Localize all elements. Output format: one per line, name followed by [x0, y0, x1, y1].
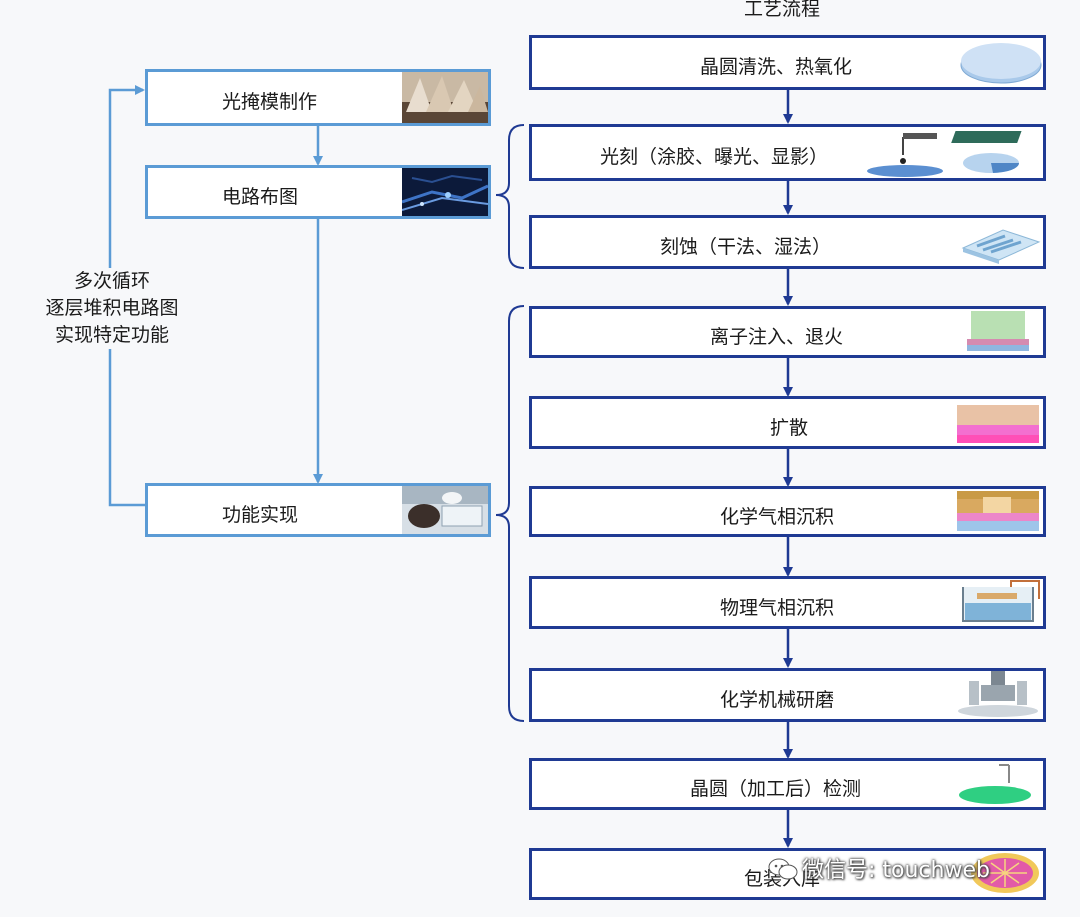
right-box-label: 包装入库 [744, 868, 821, 890]
diffusion-icon [953, 399, 1043, 446]
right-box-label: 光刻（涂胶、曝光、显影） [600, 146, 829, 168]
wafer-inspection-icon [953, 761, 1043, 807]
right-box-diffusion: 扩散 [529, 396, 1046, 449]
etching-icon [953, 218, 1043, 266]
left-box-layout: 电路布图 [145, 165, 491, 219]
circuit-layout-photo-icon [402, 168, 488, 216]
cvd-icon [953, 489, 1043, 534]
right-box-label: 物理气相沉积 [720, 597, 835, 619]
loop-note-line-1: 多次循环 [73, 270, 150, 292]
right-box-label: 化学气相沉积 [720, 506, 835, 528]
left-box-label: 电路布图 [222, 186, 299, 208]
right-box-cvd: 化学气相沉积 [529, 486, 1046, 537]
right-box-cmp: 化学机械研磨 [529, 668, 1046, 722]
left-box-label: 功能实现 [222, 504, 299, 526]
ion-implant-icon [953, 309, 1043, 355]
right-box-label: 化学机械研磨 [720, 689, 835, 711]
watermark-text: 微信号: touchweb [802, 858, 990, 883]
lab-hand-photo-icon [402, 486, 488, 534]
lithography-icon [863, 127, 1043, 178]
right-box-lithography: 光刻（涂胶、曝光、显影） [529, 124, 1046, 181]
right-box-label: 晶圆清洗、热氧化 [700, 56, 853, 78]
packaged-wafer-icon [953, 851, 1043, 897]
right-box-label: 离子注入、退火 [710, 326, 844, 348]
mask-photo-icon [402, 72, 488, 123]
right-box-label: 扩散 [770, 417, 809, 439]
right-box-inspection: 晶圆（加工后）检测 [529, 758, 1046, 810]
right-box-label: 晶圆（加工后）检测 [690, 778, 862, 800]
right-box-ion-implant: 离子注入、退火 [529, 306, 1046, 358]
left-box-label: 光掩模制作 [222, 91, 318, 113]
left-box-function: 功能实现 [145, 483, 491, 537]
right-box-etching: 刻蚀（干法、湿法） [529, 215, 1046, 269]
loop-note-line-3: 实现特定功能 [54, 324, 169, 346]
cmp-machine-icon [953, 671, 1043, 719]
diagram-title: 工艺流程 [744, 0, 821, 20]
right-box-wafer-clean: 晶圆清洗、热氧化 [529, 35, 1046, 90]
loop-note-line-2: 逐层堆积电路图 [45, 297, 179, 319]
watermark: 微信号: touchweb [768, 852, 990, 884]
left-box-mask: 光掩模制作 [145, 69, 491, 126]
right-box-pvd: 物理气相沉积 [529, 576, 1046, 629]
pvd-icon [953, 579, 1043, 626]
loop-note: 多次循环 逐层堆积电路图 实现特定功能 [22, 268, 202, 349]
wechat-icon [768, 858, 798, 880]
right-box-label: 刻蚀（干法、湿法） [660, 236, 832, 258]
wafer-disc-icon [953, 38, 1043, 87]
brace-lower [495, 305, 525, 722]
brace-upper [495, 124, 525, 269]
